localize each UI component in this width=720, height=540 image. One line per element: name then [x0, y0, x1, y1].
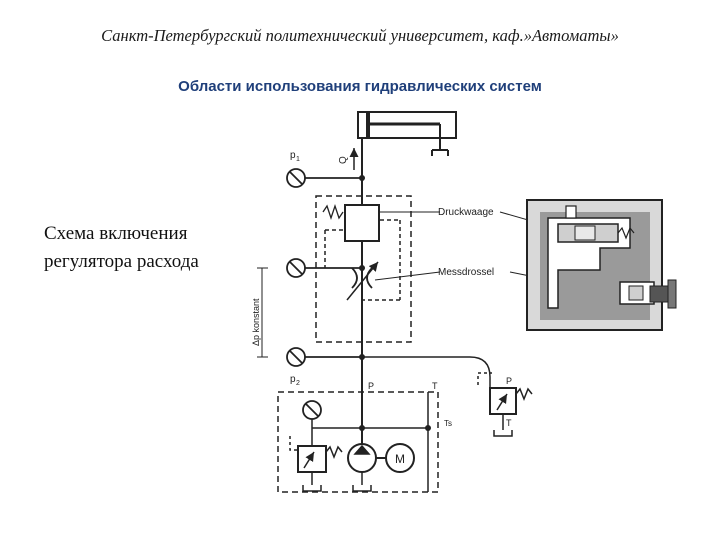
- delta-p-dimension: [257, 267, 268, 358]
- caption: Схема включения регулятора расхода: [44, 220, 254, 276]
- druckwaage-label: Druckwaage: [438, 207, 494, 218]
- caption-line-1: Схема включения: [44, 223, 188, 244]
- institution-header: Санкт-Петербургский политехнический унив…: [101, 26, 619, 45]
- relief-valve-symbol: [362, 356, 533, 437]
- caption-line-2: регулятора расхода: [44, 251, 199, 272]
- gauge-p1: [286, 168, 362, 188]
- slide-title: Области использования гидравлических сис…: [178, 78, 542, 95]
- p1-sub-label: 1: [296, 156, 300, 163]
- junction-dots: [359, 175, 431, 431]
- port-ts-label: Ts: [444, 419, 452, 428]
- valve-cutaway: [526, 199, 677, 331]
- flow-label: Q: [338, 156, 349, 164]
- relief-p-label: P: [506, 376, 512, 386]
- power-unit: [277, 391, 439, 493]
- p1-label: p: [290, 150, 296, 161]
- flow-control-valve: [315, 195, 412, 343]
- relief-t-label: T: [506, 418, 512, 428]
- hydraulic-cylinder: [357, 111, 457, 156]
- motor-label: M: [395, 452, 405, 466]
- gauge-p2: [286, 347, 362, 367]
- delta-p-label: Δp konstant: [251, 298, 261, 346]
- messdrossel-label: Messdrossel: [438, 267, 494, 278]
- gauge-mid: [286, 258, 362, 278]
- port-p-main-label: P: [368, 381, 374, 391]
- port-t-main-label: T: [432, 381, 438, 391]
- p2-label: p: [290, 374, 296, 385]
- p2-sub-label: 2: [296, 380, 300, 387]
